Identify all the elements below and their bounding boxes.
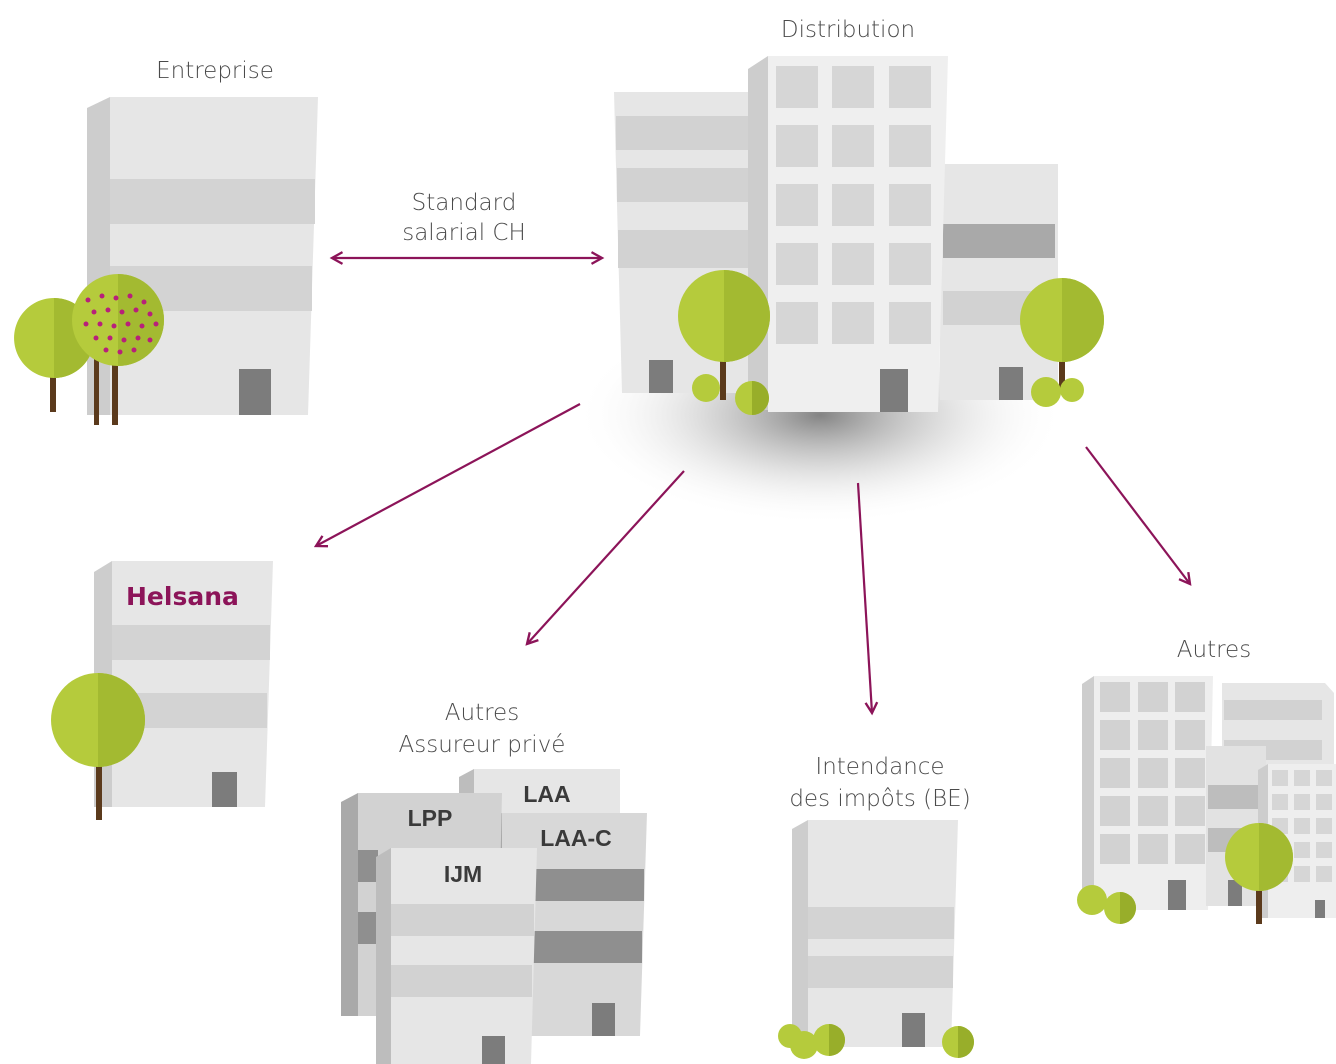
entreprise-node: Entreprise <box>14 58 318 425</box>
link-label-line2: salarial CH <box>402 220 526 246</box>
distribution-building-right <box>940 164 1058 400</box>
intendance-node: Intendance des impôts (BE) <box>778 754 974 1059</box>
link-label-line1: Standard <box>412 190 517 216</box>
arrow-to-autres <box>1085 446 1190 584</box>
outgoing-arrows <box>316 403 1190 713</box>
arrow-to-assureur <box>527 470 685 644</box>
bush-icon <box>692 374 1084 415</box>
intendance-label-line2: des impôts (BE) <box>789 786 970 812</box>
arrow-to-intendance <box>856 482 872 713</box>
distribution-label: Distribution <box>781 17 915 43</box>
tree-icon <box>1020 278 1104 390</box>
laa-c-tag: LAA-C <box>540 825 612 851</box>
entreprise-building <box>87 97 318 415</box>
intendance-label-line1: Intendance <box>815 754 944 780</box>
tree-icon <box>678 270 770 400</box>
entreprise-label: Entreprise <box>156 58 274 84</box>
helsana-node: Helsana <box>51 561 273 820</box>
door <box>239 369 271 415</box>
laa-tag: LAA <box>523 781 570 807</box>
autres-node: Autres <box>1077 637 1336 924</box>
assureur-label-line2: Assureur privé <box>399 732 566 758</box>
bush-icon <box>778 1024 974 1059</box>
tree-icon <box>1225 823 1293 924</box>
distribution-building-center <box>748 56 948 412</box>
distribution-node: Distribution <box>575 17 1104 525</box>
arrow-to-helsana <box>316 403 581 546</box>
lpp-tag: LPP <box>408 805 453 831</box>
standard-link: Standard salarial CH <box>332 190 602 258</box>
autres-building-left <box>1082 676 1213 910</box>
tree-icon <box>51 673 145 820</box>
bush-icon <box>1077 885 1136 924</box>
assureur-node: Autres Assureur privé LAA LAA-C LPP <box>341 700 647 1064</box>
assureur-label-line1: Autres <box>445 700 519 726</box>
ijm-building: IJM <box>376 848 537 1064</box>
ijm-tag: IJM <box>444 861 482 887</box>
autres-label: Autres <box>1177 637 1251 663</box>
fruit-tree-icon <box>72 274 164 425</box>
helsana-logo: Helsana <box>126 582 239 611</box>
